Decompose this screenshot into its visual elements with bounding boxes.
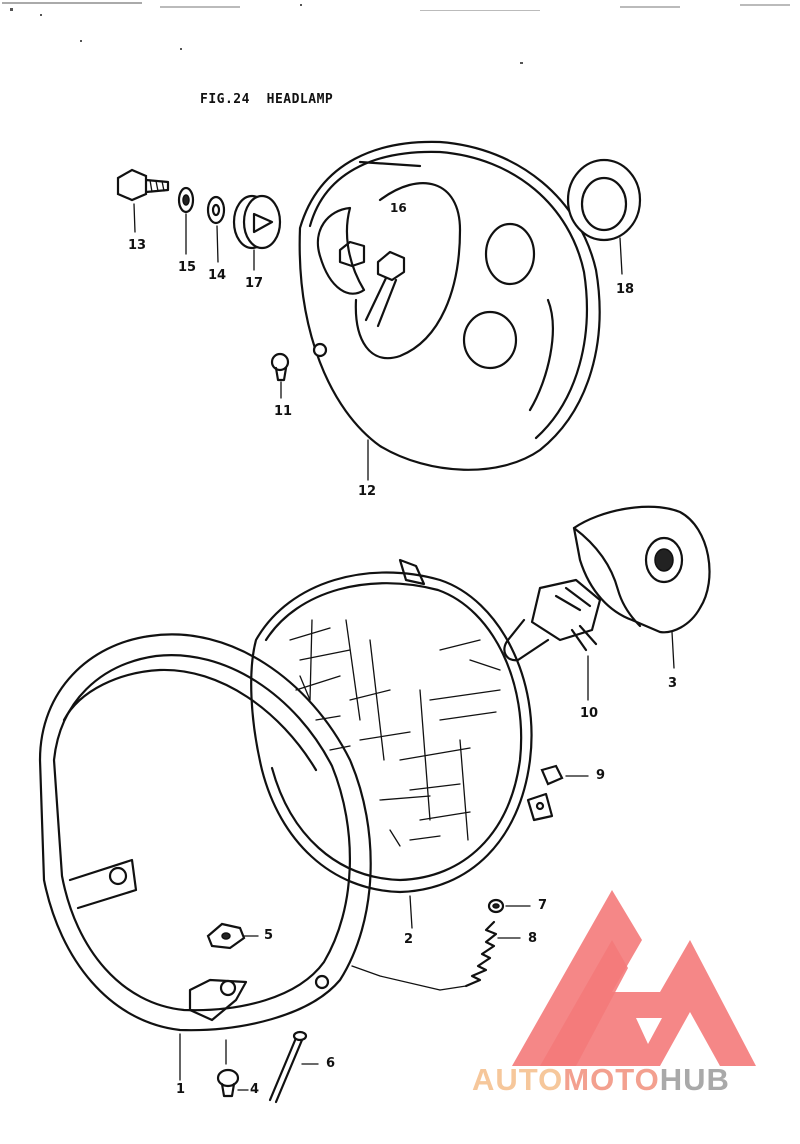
callout-5: 5 bbox=[264, 928, 274, 943]
callout-12: 12 bbox=[358, 484, 377, 499]
part-5-nut-plate bbox=[206, 922, 259, 950]
part-17-grommet bbox=[232, 194, 282, 271]
callout-13: 13 bbox=[128, 238, 147, 253]
part-12-headlamp-housing bbox=[298, 140, 601, 481]
watermark-auto: AUTO bbox=[472, 1062, 564, 1097]
part-6-long-screw bbox=[268, 1030, 319, 1104]
scan-noise bbox=[2, 2, 790, 64]
part-11-screw bbox=[270, 352, 290, 399]
callout-14: 14 bbox=[208, 268, 227, 283]
part-14-washer bbox=[206, 195, 226, 263]
callout-4: 4 bbox=[250, 1082, 260, 1097]
part-15-washer bbox=[177, 186, 195, 255]
callout-17: 17 bbox=[245, 276, 264, 291]
callout-11: 11 bbox=[274, 404, 293, 419]
watermark-text: AUTOMOTOHUB bbox=[472, 1062, 730, 1098]
callout-6: 6 bbox=[326, 1056, 336, 1071]
part-13-bolt bbox=[116, 168, 170, 233]
assembly-lines bbox=[351, 965, 467, 991]
callout-18: 18 bbox=[616, 282, 635, 297]
part-10-bulb bbox=[503, 578, 602, 701]
watermark-moto: MOTO bbox=[563, 1062, 660, 1097]
part-9-nut bbox=[526, 764, 589, 822]
part-1-rim bbox=[38, 633, 372, 1081]
watermark-hub: HUB bbox=[659, 1062, 730, 1097]
callout-9: 9 bbox=[596, 768, 606, 783]
part-4-screw bbox=[216, 1068, 249, 1098]
watermark-logo bbox=[512, 890, 756, 1066]
part-2-lens-unit bbox=[250, 558, 533, 929]
label-16-inline: 16 bbox=[390, 201, 407, 215]
figure-title: FIG.24 HEADLAMP bbox=[200, 92, 334, 107]
callout-7: 7 bbox=[538, 898, 548, 913]
part-8-spring bbox=[464, 920, 521, 988]
callout-8: 8 bbox=[528, 931, 538, 946]
callout-2: 2 bbox=[404, 932, 414, 947]
callout-15: 15 bbox=[178, 260, 197, 275]
callout-1: 1 bbox=[176, 1082, 186, 1097]
callout-3: 3 bbox=[668, 676, 678, 691]
callout-10: 10 bbox=[580, 706, 599, 721]
part-3-socket-cover bbox=[572, 505, 711, 669]
part-7-nut bbox=[487, 898, 531, 914]
part-18-ring bbox=[566, 158, 642, 275]
